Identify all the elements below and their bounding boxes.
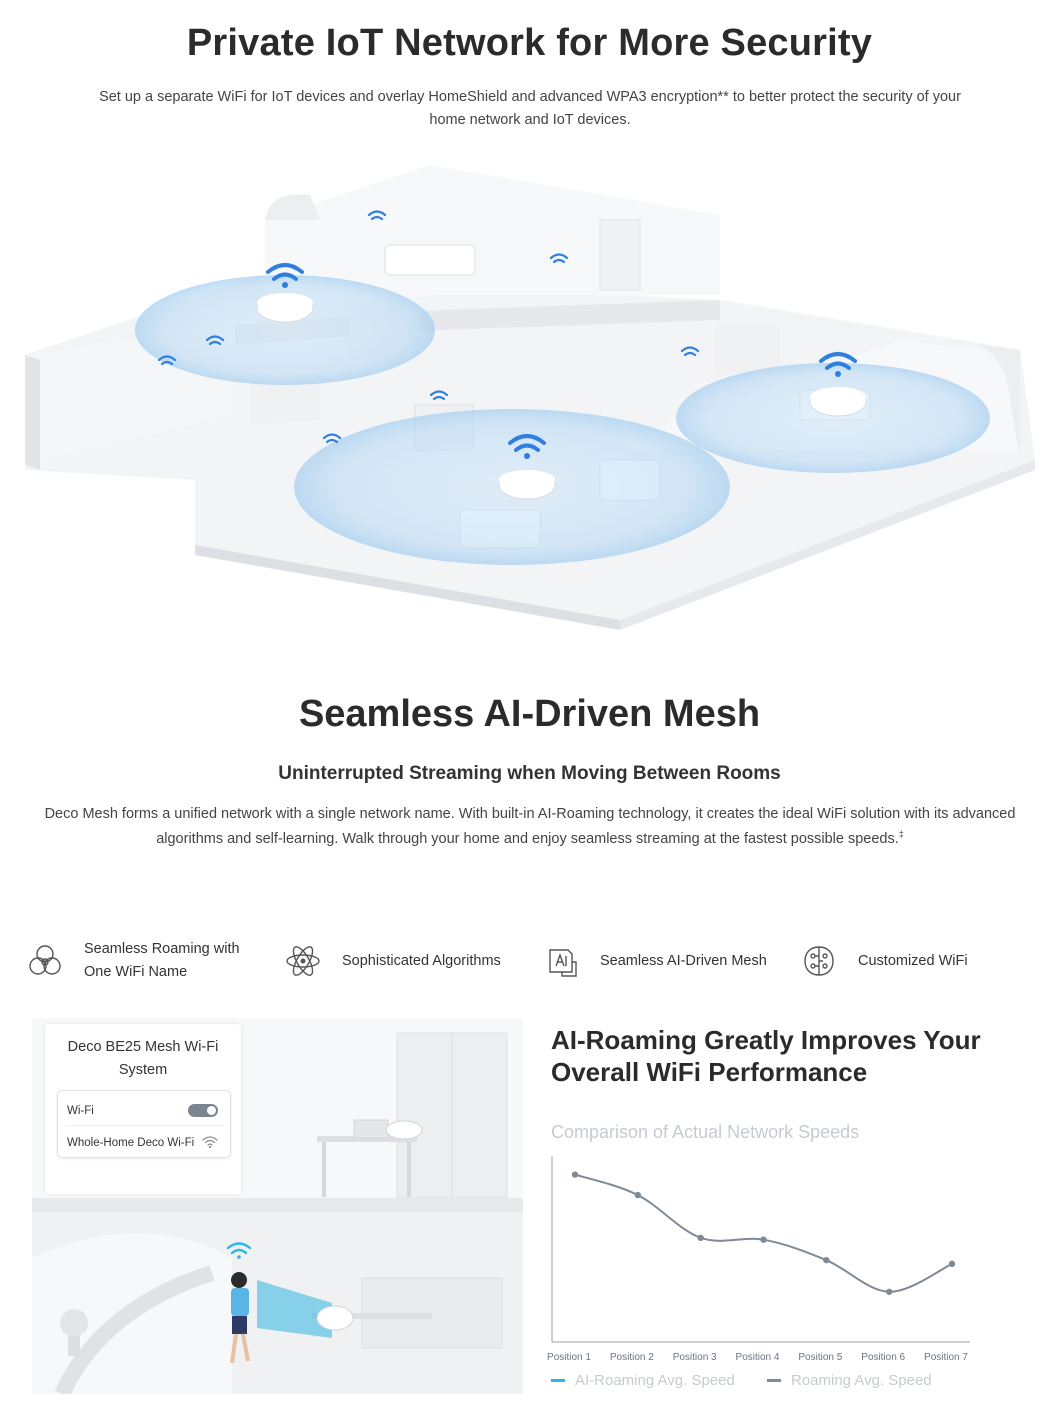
feature-item-roaming: Seamless Roaming with One WiFi Name bbox=[26, 936, 266, 986]
legend-label: AI-Roaming Avg. Speed bbox=[575, 1372, 735, 1389]
data-point-5 bbox=[823, 1256, 830, 1264]
wifi-row-label: Wi-Fi bbox=[67, 1105, 94, 1117]
feature-item-ai-mesh: Seamless AI-Driven Mesh bbox=[542, 936, 772, 986]
x-tick-label: Position 2 bbox=[610, 1352, 654, 1363]
legend-item-ai-roaming: AI-Roaming Avg. Speed bbox=[551, 1372, 735, 1389]
data-point-7 bbox=[948, 1260, 956, 1268]
network-row-label: Whole-Home Deco Wi-Fi bbox=[67, 1137, 195, 1149]
chart-heading: AI-Roaming Greatly Improves Your Overall… bbox=[551, 1025, 981, 1087]
data-point-2 bbox=[634, 1191, 642, 1199]
x-tick-label: Position 7 bbox=[924, 1352, 968, 1363]
footnote-mark: ‡ bbox=[898, 829, 904, 840]
wifi-icon bbox=[202, 1136, 218, 1149]
speed-comparison-chart: Position 1 Position 2 Position 3 Position 4… bbox=[547, 1156, 970, 1363]
house-illustration-svg bbox=[25, 165, 1035, 630]
atom-icon bbox=[286, 946, 320, 976]
feature-item-customized: Customized WiFi bbox=[800, 936, 1030, 986]
chart-title: Comparison of Actual Network Speeds bbox=[551, 1122, 860, 1142]
x-tick-label: Position 4 bbox=[736, 1352, 780, 1363]
chart-legend: AI-Roaming Avg. Speed Roaming Avg. Speed bbox=[551, 1372, 981, 1392]
x-tick-label: Position 1 bbox=[547, 1352, 591, 1363]
data-point-1 bbox=[571, 1171, 579, 1178]
wifi-settings-panel: Wi-Fi Whole-Home Deco Wi-Fi bbox=[57, 1090, 231, 1158]
house-illustration bbox=[20, 160, 1059, 630]
data-point-4 bbox=[760, 1236, 767, 1243]
feature-label: Customized WiFi bbox=[858, 952, 968, 969]
iot-section-description: Set up a separate WiFi for IoT devices a… bbox=[99, 89, 961, 128]
mesh-section-title: Seamless AI-Driven Mesh bbox=[298, 693, 761, 735]
brain-chip-icon bbox=[804, 946, 834, 976]
legend-label: Roaming Avg. Speed bbox=[791, 1372, 932, 1389]
legend-swatch-roaming bbox=[767, 1379, 781, 1382]
app-card: Deco BE25 Mesh Wi-Fi System Wi-Fi Whole-… bbox=[45, 1024, 241, 1194]
series-line-1 bbox=[574, 1173, 953, 1293]
ai-mesh-icon bbox=[549, 949, 577, 977]
feature-label: Seamless AI-Driven Mesh bbox=[600, 952, 767, 969]
app-card-title: Deco BE25 Mesh Wi-Fi System bbox=[67, 1039, 219, 1078]
roaming-icon bbox=[29, 945, 61, 975]
data-point-6 bbox=[885, 1288, 893, 1295]
x-tick-label: Position 3 bbox=[673, 1352, 717, 1363]
mesh-section-subtitle: Uninterrupted Streaming when Moving Betw… bbox=[278, 763, 781, 784]
feature-list: Seamless Roaming with One WiFi Name Soph… bbox=[26, 936, 1036, 986]
feature-label: Sophisticated Algorithms bbox=[342, 952, 501, 969]
feature-item-algorithms: Sophisticated Algorithms bbox=[284, 936, 514, 986]
wifi-toggle[interactable] bbox=[188, 1104, 218, 1117]
mesh-section-description: Deco Mesh forms a unified network with a… bbox=[30, 802, 1030, 852]
mesh-description-text: Deco Mesh forms a unified network with a… bbox=[44, 806, 1016, 847]
legend-item-roaming: Roaming Avg. Speed bbox=[767, 1372, 932, 1389]
x-tick-label: Position 5 bbox=[798, 1352, 842, 1363]
iot-section-title: Private IoT Network for More Security bbox=[186, 22, 873, 64]
panel-divider bbox=[67, 1125, 222, 1126]
feature-label: Seamless Roaming with One WiFi Name bbox=[84, 941, 240, 980]
data-point-3 bbox=[697, 1234, 704, 1242]
x-tick-label: Position 6 bbox=[861, 1352, 905, 1363]
legend-swatch-ai-roaming bbox=[551, 1379, 565, 1382]
